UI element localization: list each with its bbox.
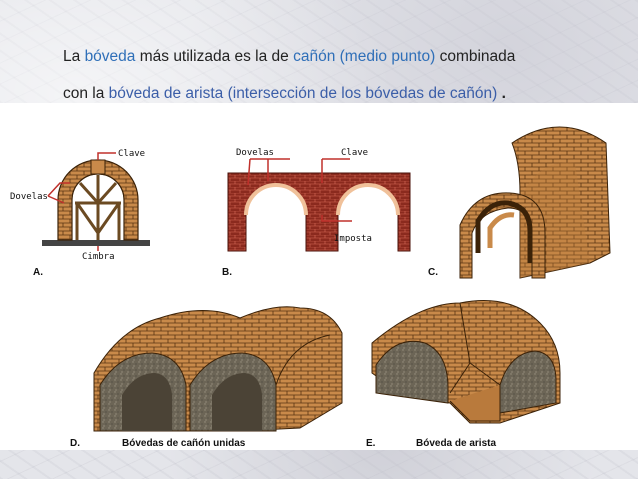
label-dovelas-a: Dovelas <box>10 192 48 202</box>
text-part: La <box>63 48 85 65</box>
vault-illustrations: Clave Dovelas Cimbra A. Dovelas Clave Im… <box>0 103 638 450</box>
text-part: combinada <box>435 48 515 65</box>
text-line-1: La bóveda más utilizada es la de cañón (… <box>63 48 515 66</box>
letter-c: C. <box>428 267 438 278</box>
text-part: más utilizada es la de <box>135 48 293 65</box>
letter-d: D. <box>70 438 80 449</box>
figure-b: Dovelas Clave Imposta B. <box>222 148 410 278</box>
label-clave-a: Clave <box>118 149 145 159</box>
highlight-boveda: bóveda <box>85 48 136 65</box>
letter-b: B. <box>222 267 232 278</box>
highlight-arista: bóveda de arista (intersección de los bó… <box>109 85 498 102</box>
label-imposta: Imposta <box>334 234 372 244</box>
text-part: . <box>497 85 506 102</box>
figure-d: D. Bóvedas de cañón unidas <box>70 307 342 449</box>
figure-panel: Clave Dovelas Cimbra A. Dovelas Clave Im… <box>0 103 638 450</box>
letter-e: E. <box>366 438 376 449</box>
highlight-canon: cañón (medio punto) <box>293 48 435 65</box>
label-dovelas-b: Dovelas <box>236 148 274 158</box>
figure-e: E. Bóveda de arista <box>366 301 560 450</box>
letter-a: A. <box>33 267 43 278</box>
figure-a: Clave Dovelas Cimbra A. <box>10 149 150 278</box>
text-line-2: con la bóveda de arista (intersección de… <box>63 85 506 103</box>
label-cimbra: Cimbra <box>82 252 115 262</box>
figure-c: C. <box>428 127 610 278</box>
text-part: con la <box>63 85 109 102</box>
caption-d: Bóvedas de cañón unidas <box>122 438 246 449</box>
label-clave-b: Clave <box>341 148 368 158</box>
caption-e: Bóveda de arista <box>416 438 496 449</box>
